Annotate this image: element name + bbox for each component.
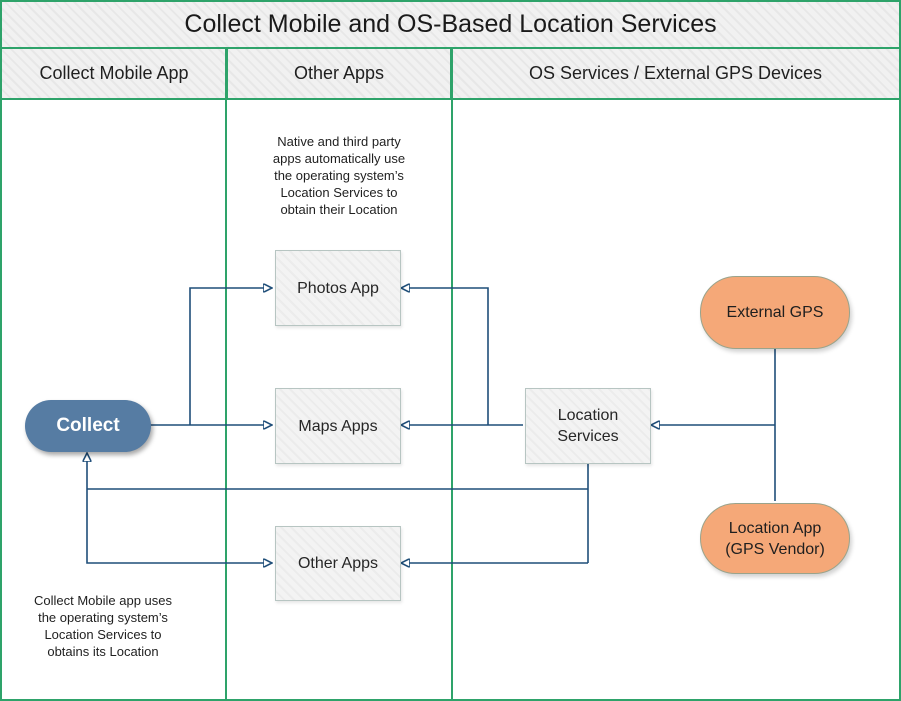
node-other-apps: Other Apps xyxy=(275,526,401,601)
diagram-title: Collect Mobile and OS-Based Location Ser… xyxy=(2,2,899,49)
lane-divider-left xyxy=(225,49,227,699)
connector-collect-to-photos-app xyxy=(189,288,264,425)
connector-location-services-to-photos-app xyxy=(409,288,489,425)
node-location-services: Location Services xyxy=(525,388,651,464)
lane-header-other-apps: Other Apps xyxy=(226,49,452,98)
node-location-app-gps-vendor: Location App (GPS Vendor) xyxy=(700,503,850,574)
note-other-apps: Native and third party apps automaticall… xyxy=(272,134,406,217)
lane-divider-right xyxy=(451,49,453,699)
node-collect: Collect xyxy=(25,400,151,452)
lane-header-collect-mobile-app: Collect Mobile App xyxy=(2,49,226,98)
node-external-gps: External GPS xyxy=(700,276,850,349)
node-maps-apps: Maps Apps xyxy=(275,388,401,464)
node-photos-app: Photos App xyxy=(275,250,401,326)
lane-header-row: Collect Mobile App Other Apps OS Service… xyxy=(2,49,899,100)
connector-feedback-to-other-apps-left xyxy=(86,489,264,563)
note-collect-mobile: Collect Mobile app uses the operating sy… xyxy=(33,593,173,659)
lane-header-os-services: OS Services / External GPS Devices xyxy=(452,49,899,98)
